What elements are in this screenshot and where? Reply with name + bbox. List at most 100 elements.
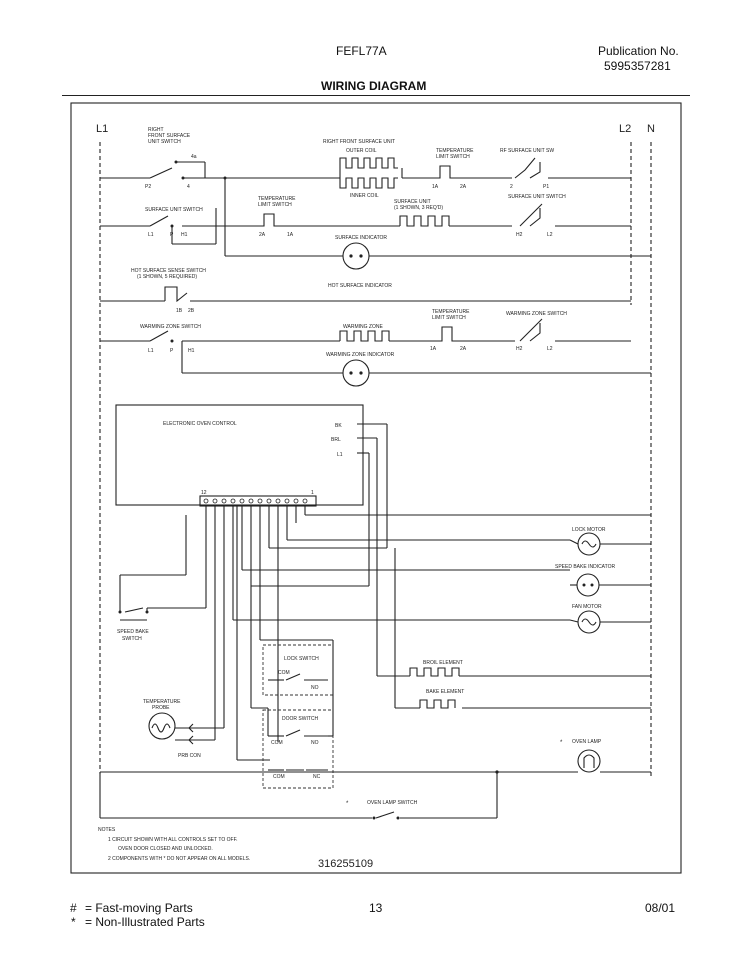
label-warming-zone: WARMING ZONE bbox=[343, 324, 383, 330]
label-fan-motor: FAN MOTOR bbox=[572, 604, 602, 610]
label-temp-limit-1b: LIMIT SWITCH bbox=[436, 154, 470, 160]
label-speed-bake-switch: SWITCH bbox=[122, 636, 142, 642]
control-wiring bbox=[119, 424, 651, 761]
term-h2-row4: H2 bbox=[516, 346, 523, 352]
label-surface-indicator: SURFACE INDICATOR bbox=[335, 235, 387, 241]
term-2a-row1: 2A bbox=[460, 184, 467, 190]
lock-motor: LOCK MOTOR bbox=[569, 527, 651, 556]
label-temp-limit-2b: LIMIT SWITCH bbox=[258, 202, 292, 208]
label-temp-limit-2a: TEMPERATURE bbox=[258, 196, 296, 202]
label-temp-limit-3b: LIMIT SWITCH bbox=[432, 315, 466, 321]
model-number: FEFL77A bbox=[336, 44, 387, 58]
label-door-nc: NC bbox=[313, 774, 321, 780]
label-oven-lamp: OVEN LAMP bbox=[572, 739, 602, 745]
label-warming-zone-switch-left: WARMING ZONE SWITCH bbox=[140, 324, 201, 330]
oven-lamp: * OVEN LAMP bbox=[100, 739, 651, 818]
label-oven-lamp-switch: OVEN LAMP SWITCH bbox=[367, 800, 418, 806]
label-temp-limit-1a: TEMPERATURE bbox=[436, 148, 474, 154]
label-prb-con: PRB CON bbox=[178, 753, 201, 759]
footer-non-symbol: * bbox=[71, 915, 76, 929]
term-l1-row2: L1 bbox=[148, 232, 154, 238]
label-eoc: ELECTRONIC OVEN CONTROL bbox=[163, 421, 237, 427]
label-l1-tap: L1 bbox=[337, 452, 343, 458]
label-inner-coil: INNER COIL bbox=[350, 193, 379, 199]
note-2: 2 COMPONENTS WITH * DO NOT APPEAR ON ALL… bbox=[108, 856, 250, 862]
footer-non-text: = Non-Illustrated Parts bbox=[85, 915, 205, 929]
label-rf-unit: RIGHT FRONT SURFACE UNIT bbox=[323, 139, 395, 145]
label-speed-bake-indicator: SPEED BAKE INDICATOR bbox=[555, 564, 615, 570]
note-1: 1 CIRCUIT SHOWN WITH ALL CONTROLS SET TO… bbox=[108, 837, 237, 843]
rail-label-l2: L2 bbox=[619, 123, 631, 135]
label-speed-bake: SPEED BAKE bbox=[117, 629, 149, 635]
label-surface-unit: SURFACE UNIT bbox=[394, 199, 431, 205]
label-warming-zone-switch-right: WARMING ZONE SWITCH bbox=[506, 311, 567, 317]
door-switch: DOOR SWITCH COM NO COM NC bbox=[251, 640, 334, 789]
term-p2: P2 bbox=[145, 184, 151, 190]
label-door-switch: DOOR SWITCH bbox=[282, 716, 318, 722]
bake-element: BAKE ELEMENT bbox=[394, 548, 651, 709]
term-h2-row2: H2 bbox=[516, 232, 523, 238]
footer-date: 08/01 bbox=[645, 901, 676, 915]
term-h1-row2: H1 bbox=[181, 232, 188, 238]
electronic-oven-control: ELECTRONIC OVEN CONTROL BK BRL L1 12 1 bbox=[115, 404, 387, 507]
label-door-com-1: COM bbox=[271, 740, 283, 746]
footer-fast-symbol: # bbox=[70, 901, 77, 915]
oven-lamp-switch: * OVEN LAMP SWITCH bbox=[99, 772, 497, 820]
label-unit-switch: UNIT SWITCH bbox=[148, 139, 181, 145]
notes-heading: NOTES bbox=[98, 827, 116, 833]
footer-fast-text: = Fast-moving Parts bbox=[85, 901, 193, 915]
label-temp-limit-3a: TEMPERATURE bbox=[432, 309, 470, 315]
pin-1: 1 bbox=[311, 490, 314, 496]
label-temp-probe: TEMPERATURE bbox=[143, 699, 181, 705]
term-h1-row4: H1 bbox=[188, 348, 195, 354]
label-hot-sense-qty: (1 SHOWN, 5 REQUIRED) bbox=[137, 274, 197, 280]
rail-label-n: N bbox=[647, 123, 655, 135]
term-1a-row4: 1A bbox=[430, 346, 437, 352]
label-door-com-2: COM bbox=[273, 774, 285, 780]
lock-switch: LOCK SWITCH COM NO bbox=[262, 644, 334, 696]
broil-element: BROIL ELEMENT bbox=[376, 660, 651, 677]
row-warming-zone: WARMING ZONE SWITCH L1 P H1 WARMING ZONE… bbox=[100, 309, 651, 387]
term-1b: 1B bbox=[176, 308, 183, 314]
label-surface-unit-qty: (1 SHOWN, 3 REQ'D) bbox=[394, 205, 443, 211]
label-lock-no: NO bbox=[311, 685, 319, 691]
term-l2-row2: L2 bbox=[547, 232, 553, 238]
publication-label: Publication No. bbox=[598, 44, 679, 58]
label-warming-zone-indicator: WARMING ZONE INDICATOR bbox=[326, 352, 395, 358]
term-2a-row4: 2A bbox=[460, 346, 467, 352]
speed-bake-indicator: SPEED BAKE INDICATOR bbox=[555, 564, 651, 597]
warming-zone-indicator-lamp bbox=[342, 359, 370, 387]
temperature-probe: TEMPERATURE PROBE PRB CON bbox=[143, 699, 224, 759]
row-hot-surface: HOT SURFACE SENSE SWITCH (1 SHOWN, 5 REQ… bbox=[100, 268, 631, 314]
label-broil-element: BROIL ELEMENT bbox=[423, 660, 463, 666]
fan-motor: FAN MOTOR bbox=[569, 604, 651, 634]
label-hot-sense: HOT SURFACE SENSE SWITCH bbox=[131, 268, 206, 274]
row-right-front-surface: RIGHT FRONT SURFACE UNIT SWITCH 4a P2 4 … bbox=[100, 127, 631, 199]
label-brl: BRL bbox=[331, 437, 341, 443]
label-probe: PROBE bbox=[152, 705, 170, 711]
pin-12: 12 bbox=[201, 490, 207, 496]
term-2a-row2: 2A bbox=[259, 232, 266, 238]
publication-number: 5995357281 bbox=[604, 59, 671, 73]
label-door-no: NO bbox=[311, 740, 319, 746]
label-hot-surface-indicator: HOT SURFACE INDICATOR bbox=[328, 283, 392, 289]
term-1a-row2: 1A bbox=[287, 232, 294, 238]
oven-lamp-star: * bbox=[560, 740, 563, 746]
surface-indicator-lamp bbox=[342, 242, 370, 270]
label-surface-unit-switch-right: SURFACE UNIT SWITCH bbox=[508, 194, 566, 200]
label-bake-element: BAKE ELEMENT bbox=[426, 689, 464, 695]
label-right: RIGHT bbox=[148, 127, 164, 133]
label-lock-motor: LOCK MOTOR bbox=[572, 527, 606, 533]
oven-lamp-switch-star: * bbox=[346, 801, 349, 807]
label-surface-unit-switch-left: SURFACE UNIT SWITCH bbox=[145, 207, 203, 213]
diagram-frame bbox=[70, 102, 682, 874]
label-lock-com: COM bbox=[278, 670, 290, 676]
row-surface-unit: SURFACE UNIT SWITCH L1 P H1 TEMPERATURE … bbox=[100, 178, 651, 270]
notes: NOTES 1 CIRCUIT SHOWN WITH ALL CONTROLS … bbox=[98, 827, 250, 862]
label-rf-surface-unit-sw: RF SURFACE UNIT SW bbox=[500, 148, 554, 154]
term-4: 4 bbox=[187, 184, 190, 190]
diagram-part-number: 316255109 bbox=[318, 858, 373, 870]
label-front-surface: FRONT SURFACE bbox=[148, 133, 191, 139]
term-p1: P1 bbox=[543, 184, 549, 190]
